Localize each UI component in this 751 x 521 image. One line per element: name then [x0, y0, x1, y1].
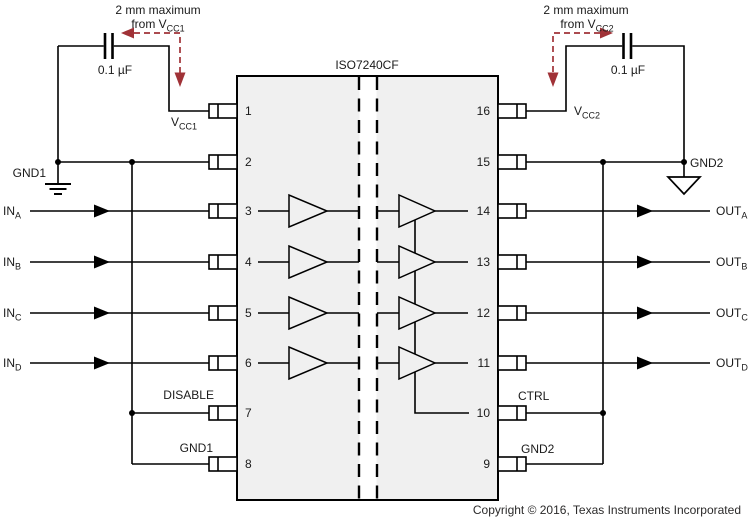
junction-dot: [129, 159, 135, 165]
vcc2-wire: [526, 45, 623, 112]
output-arrow-icon: [637, 356, 653, 370]
arrow-down-icon: [547, 72, 559, 87]
input-d-label: IND: [3, 356, 22, 373]
vcc1-wire: [113, 45, 209, 112]
input-b-label: INB: [3, 255, 22, 272]
output-arrow-icon: [637, 306, 653, 320]
input-arrow-icon: [94, 356, 110, 370]
output-c-label: OUTC: [716, 306, 748, 323]
isolation-gap: [359, 77, 377, 499]
buffer-icon: [288, 244, 329, 280]
pin-number-8: 8: [245, 457, 252, 471]
pin-number-6: 6: [245, 356, 252, 370]
buffer-triangles-left: [288, 193, 329, 381]
gnd1-label: GND1: [12, 166, 46, 180]
arrow-right-icon: [600, 27, 613, 39]
chip-title: ISO7240CF: [335, 58, 399, 72]
note-left-line2: from VCC1: [131, 17, 185, 34]
note-right-line1: 2 mm maximum: [543, 3, 629, 17]
input-arrow-icon: [94, 255, 110, 269]
pin-number-5: 5: [245, 306, 252, 320]
gnd1-net: [45, 159, 209, 465]
pin-number-11: 11: [477, 356, 490, 370]
disable-label: DISABLE: [163, 388, 214, 402]
buffer-icon: [288, 345, 329, 381]
note-right-line2: from VCC2: [560, 17, 614, 34]
pin-number-1: 1: [245, 104, 252, 118]
pin-number-2: 2: [245, 155, 252, 169]
buffer-icon: [398, 193, 437, 229]
input-c-label: INC: [3, 306, 22, 323]
pin-number-3: 3: [245, 204, 252, 218]
junction-dot: [600, 410, 606, 416]
pin-number-10: 10: [476, 406, 490, 420]
ground-symbol-gnd2: [666, 176, 702, 196]
bypass-capacitor-right: [526, 33, 685, 162]
capacitor-left-value: 0.1 µF: [97, 63, 133, 77]
junction-dot: [600, 159, 606, 165]
gnd2-label: GND2: [690, 156, 724, 170]
gnd2-net: [526, 159, 702, 465]
vcc2-label: VCC2: [574, 104, 601, 121]
pin-number-7: 7: [245, 406, 252, 420]
input-arrow-icon: [94, 306, 110, 320]
note-left-line1: 2 mm maximum: [115, 3, 201, 17]
pin-number-13: 13: [476, 255, 490, 269]
output-arrow-icon: [637, 255, 653, 269]
copyright-text: Copyright © 2016, Texas Instruments Inco…: [472, 503, 741, 517]
pin-boxes-left: [208, 103, 238, 472]
pin-number-16: 16: [476, 104, 490, 118]
placement-arrow-left: [121, 27, 186, 87]
buffer-icon: [398, 244, 437, 280]
placement-arrow-right: [547, 27, 613, 87]
buffer-triangles-right: [398, 193, 437, 381]
input-arrow-icon: [94, 204, 110, 218]
pin-number-9: 9: [483, 457, 490, 471]
gnd1-pin8-label: GND1: [179, 441, 213, 455]
pin-number-15: 15: [476, 155, 490, 169]
arrow-left-icon: [121, 27, 134, 39]
buffer-icon: [288, 295, 329, 331]
pin-number-4: 4: [245, 255, 252, 269]
output-wires: [526, 204, 710, 370]
junction-dot: [55, 159, 61, 165]
capacitor-right-value: 0.1 µF: [610, 63, 646, 77]
output-b-label: OUTB: [716, 255, 748, 272]
input-a-label: INA: [3, 204, 22, 221]
buffer-icon: [398, 345, 437, 381]
internal-wires-left: [258, 210, 359, 364]
pin-number-12: 12: [476, 306, 490, 320]
ctrl-label: CTRL: [518, 389, 550, 403]
junction-dot: [129, 410, 135, 416]
junction-dot: [681, 159, 687, 165]
buffer-icon: [398, 295, 437, 331]
bypass-capacitor-left: [57, 33, 209, 162]
cap-to-gnd2-wire: [632, 45, 685, 162]
pin-number-14: 14: [476, 204, 490, 218]
vcc1-label: VCC1: [171, 115, 198, 132]
arrow-down-icon: [174, 72, 186, 87]
ctrl-enable-wire: [414, 213, 469, 414]
output-a-label: OUTA: [716, 204, 748, 221]
gnd2-pin9-label: GND2: [521, 442, 555, 456]
internal-wires-right: [377, 210, 468, 364]
buffer-icon: [288, 193, 329, 229]
output-arrow-icon: [637, 204, 653, 218]
input-wires: [30, 204, 209, 370]
output-d-label: OUTD: [716, 356, 748, 373]
ground-symbol-gnd1: [45, 183, 71, 195]
pin-boxes-right: [497, 103, 527, 472]
